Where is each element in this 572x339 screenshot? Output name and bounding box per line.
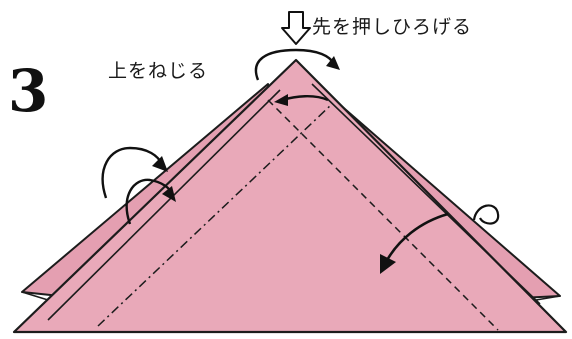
curved-inward-arrow-icon — [380, 204, 500, 274]
step-number: 3 — [8, 57, 49, 125]
valley-fold-line — [267, 99, 499, 331]
curved-fold-arrow-icon — [101, 146, 176, 225]
instruction-twist-top: 上をねじる — [108, 60, 209, 82]
inner-layer-edge-right — [311, 83, 541, 305]
back-flap-tip-left — [21, 291, 49, 301]
mountain-fold-line — [97, 103, 333, 327]
front-paper-triangle — [12, 58, 568, 334]
back-flap-tip-right — [535, 295, 561, 301]
inner-layer-edge-left — [47, 89, 281, 321]
push-down-arrow-icon — [281, 11, 311, 45]
curved-twist-arrow-icon — [254, 48, 340, 81]
inner-push-arrow-icon — [274, 94, 329, 106]
instruction-push-and-spread: 先を押しひろげる — [312, 16, 473, 38]
